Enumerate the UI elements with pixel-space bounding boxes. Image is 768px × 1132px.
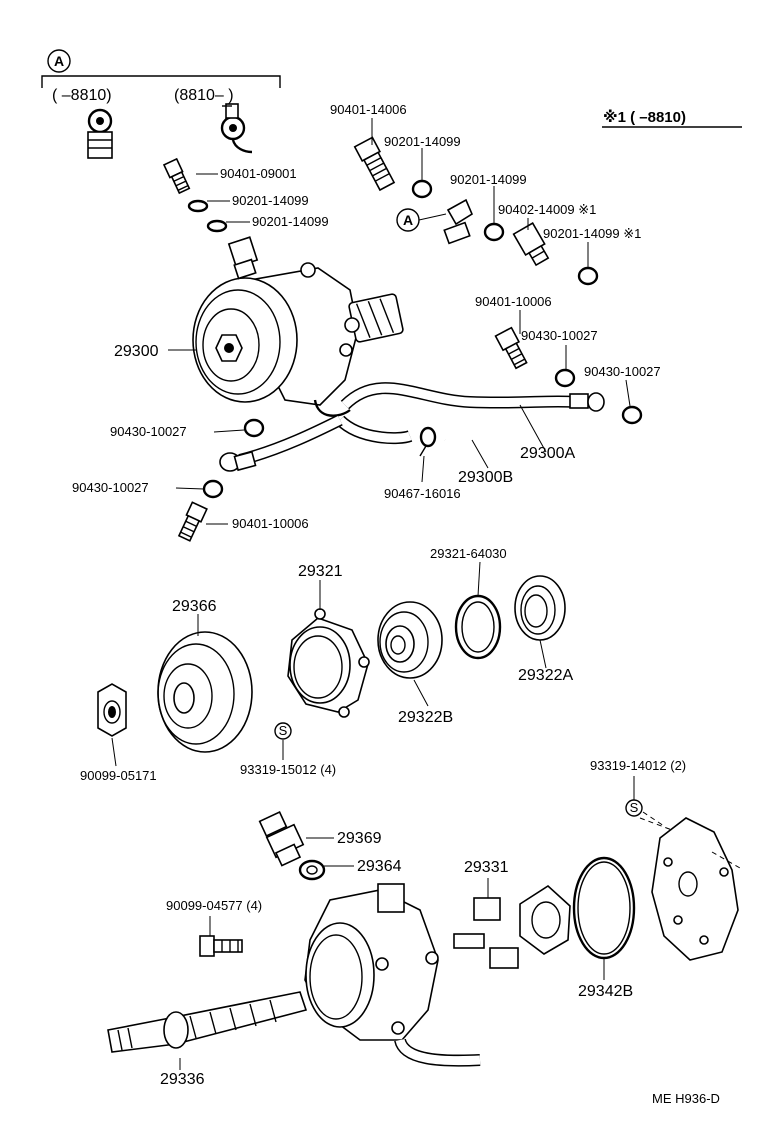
shaft-29336-icon bbox=[107, 991, 308, 1053]
part-label: 90401-10006 bbox=[232, 516, 309, 531]
part-label: 93319-15012 (4) bbox=[240, 762, 336, 777]
part-label: 29300 bbox=[114, 343, 159, 360]
callout-a-circle bbox=[47, 49, 71, 73]
part-label: 90099-04577 (4) bbox=[166, 898, 262, 913]
part-labels: 90401-14006 90201-14099 90401-09001 9020… bbox=[72, 102, 720, 1106]
callout-a-label: A bbox=[54, 53, 64, 69]
bearing-29322b-icon bbox=[377, 601, 443, 679]
part-label: 90402-14009 ※1 bbox=[498, 202, 596, 217]
part-label: 29342B bbox=[578, 983, 633, 1000]
part-label: 29322B bbox=[398, 709, 453, 726]
callout-a-label: A bbox=[403, 212, 413, 228]
note-header: ※1 ( –8810) bbox=[602, 108, 742, 128]
part-label: 29321-64030 bbox=[430, 546, 507, 561]
nut-90099-05171-icon bbox=[97, 683, 127, 737]
variant-fitting-old-icon bbox=[87, 108, 113, 159]
gasket-29364-icon bbox=[298, 859, 326, 881]
part-label: 90099-05171 bbox=[80, 768, 157, 783]
variant-fitting-new-icon bbox=[220, 103, 253, 154]
variant-box: A ( –8810) (8810– ) bbox=[41, 49, 281, 159]
part-label: 29336 bbox=[160, 1071, 205, 1088]
part-label: 90201-14099 ※1 bbox=[543, 226, 641, 241]
hose-clamp-icon bbox=[419, 426, 437, 457]
stud-marker-label: S bbox=[630, 800, 639, 815]
part-label: 90201-14099 bbox=[450, 172, 527, 187]
part-label: 90430-10027 bbox=[110, 424, 187, 439]
part-label: 29369 bbox=[337, 830, 382, 847]
part-label: 90401-10006 bbox=[475, 294, 552, 309]
washer-icon bbox=[187, 199, 228, 233]
note-header-text: ※1 ( –8810) bbox=[603, 108, 686, 126]
stud-marker-label: S bbox=[279, 723, 288, 738]
rotor-icon bbox=[519, 884, 571, 955]
hose-lower-icon bbox=[219, 414, 343, 472]
leader-lines bbox=[111, 118, 665, 1070]
part-label: 90467-16016 bbox=[384, 486, 461, 501]
cover-29321-icon bbox=[287, 608, 370, 718]
pulley-29366-icon bbox=[157, 631, 253, 753]
part-label: 29364 bbox=[357, 858, 402, 875]
bolt-90401-09001-icon bbox=[162, 157, 191, 195]
vacuum-pump-assembly-icon bbox=[192, 236, 404, 417]
part-label: 29300B bbox=[458, 469, 513, 486]
part-label: 29321 bbox=[298, 563, 343, 580]
part-label: 90430-10027 bbox=[521, 328, 598, 343]
part-label: 90201-14099 bbox=[252, 214, 329, 229]
part-label: 90401-09001 bbox=[220, 166, 297, 181]
end-plate-icon bbox=[639, 817, 741, 961]
part-label: 29322A bbox=[518, 667, 573, 684]
part-label: 90201-14099 bbox=[232, 193, 309, 208]
union-bolt-90401-10006-icon bbox=[494, 326, 528, 370]
union-bolt-90401-14006-icon bbox=[353, 136, 396, 192]
part-label: 90430-10027 bbox=[72, 480, 149, 495]
oil-seal-29322a-icon bbox=[514, 575, 566, 641]
part-label: 29366 bbox=[172, 598, 217, 615]
part-label: 90401-14006 bbox=[330, 102, 407, 117]
part-label: 29300A bbox=[520, 445, 575, 462]
sensor-29369-icon bbox=[258, 811, 305, 867]
variant-range-right: (8810– ) bbox=[174, 87, 234, 104]
housing-icon bbox=[304, 883, 481, 1067]
part-label: 93319-14012 (2) bbox=[590, 758, 686, 773]
hose-29300a-icon bbox=[335, 382, 605, 445]
variant-range-left: ( –8810) bbox=[52, 87, 112, 104]
union-bolt-90402-14009-icon bbox=[512, 222, 550, 267]
stud-marker-circle bbox=[274, 722, 292, 740]
part-label: 90201-14099 bbox=[384, 134, 461, 149]
o-ring-29342b-icon bbox=[572, 856, 636, 960]
drawing-code: ME H936-D bbox=[652, 1091, 720, 1106]
variant-bracket bbox=[41, 75, 281, 88]
o-ring-29321-64030-icon bbox=[454, 594, 502, 660]
union-bolt-lower-icon bbox=[177, 501, 208, 542]
part-label: 29331 bbox=[464, 859, 509, 876]
bolt-90099-04577-icon bbox=[199, 935, 243, 957]
part-label: 90430-10027 bbox=[584, 364, 661, 379]
vane-29331-icon bbox=[453, 897, 519, 969]
